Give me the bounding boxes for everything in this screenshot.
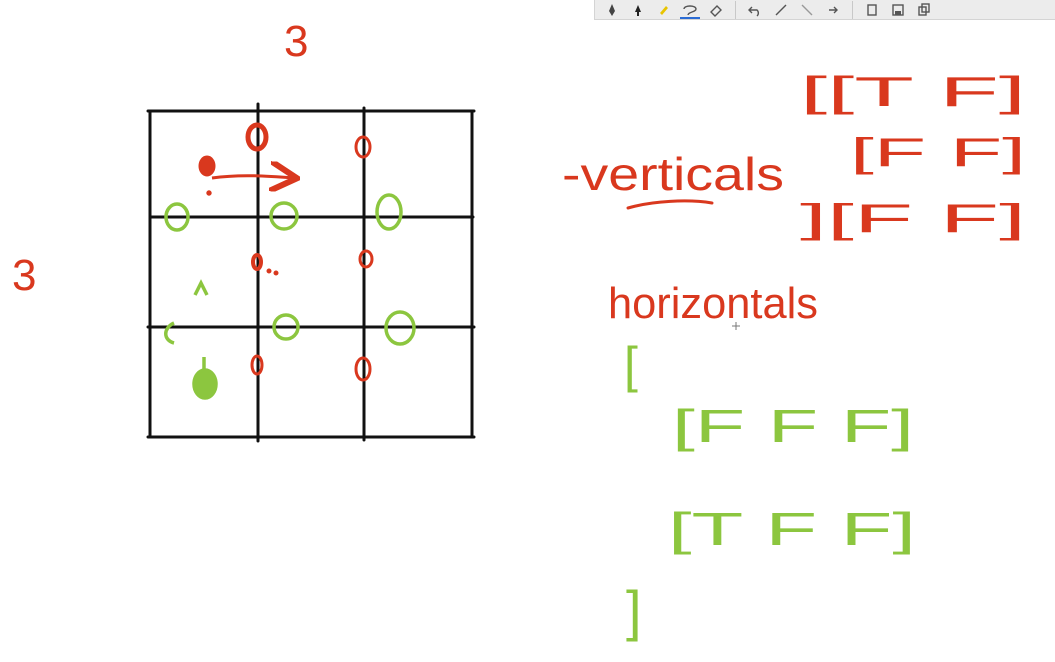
line-tool-icon[interactable] — [768, 1, 794, 19]
eraser-icon[interactable] — [703, 1, 729, 19]
green-edge-mark — [375, 193, 403, 231]
green-edge-mark — [164, 321, 175, 345]
lasso-select-icon[interactable] — [677, 1, 703, 19]
red-edge-mark — [358, 249, 374, 269]
highlighter-icon[interactable] — [651, 1, 677, 19]
save-icon[interactable] — [885, 1, 911, 19]
red-edge-mark — [245, 122, 269, 152]
horizontals-close-bracket: ] — [626, 579, 642, 642]
page-icon[interactable] — [859, 1, 885, 19]
toolbar-divider — [735, 0, 736, 19]
verticals-row-2: [F F] — [850, 131, 1026, 175]
green-edge-marks — [164, 193, 416, 400]
horizontals-label: horizontals — [608, 279, 818, 328]
drawing-toolbar — [594, 0, 1055, 20]
red-edge-mark — [198, 155, 216, 177]
verticals-row-3: ][F F] — [800, 197, 1026, 241]
verticals-underline — [626, 199, 714, 210]
green-edge-mark — [384, 310, 416, 346]
red-arrow — [211, 176, 294, 178]
horizontals-row-1: [F F F] — [672, 400, 914, 452]
grid-rows-label: 3 — [12, 251, 36, 300]
pen-icon[interactable] — [599, 1, 625, 19]
red-edge-marks — [198, 122, 374, 382]
green-edge-mark — [269, 201, 299, 231]
grid-cols-label: 3 — [284, 17, 308, 66]
green-edge-mark — [164, 202, 190, 232]
insert-space-icon[interactable] — [820, 1, 846, 19]
grid — [146, 102, 476, 443]
verticals-label: -verticals — [562, 148, 784, 200]
green-arrow — [193, 279, 209, 296]
toolbar-divider — [852, 0, 853, 19]
undo-icon[interactable] — [742, 1, 768, 19]
shape-tool-icon[interactable] — [794, 1, 820, 19]
verticals-row-1: [[T F] — [800, 68, 1026, 115]
red-edge-mark — [251, 253, 263, 271]
horizontals-open-bracket: [ — [624, 337, 638, 393]
red-edge-mark — [354, 135, 372, 159]
green-edge-mark — [192, 368, 218, 400]
red-edge-mark — [250, 354, 264, 376]
green-edge-mark — [272, 313, 300, 341]
red-edge-mark — [354, 356, 372, 382]
horizontals-row-2: [T F F] — [668, 503, 916, 555]
cursor-icon — [732, 322, 740, 330]
copy-icon[interactable] — [911, 1, 937, 19]
pen-dark-icon[interactable] — [625, 1, 651, 19]
